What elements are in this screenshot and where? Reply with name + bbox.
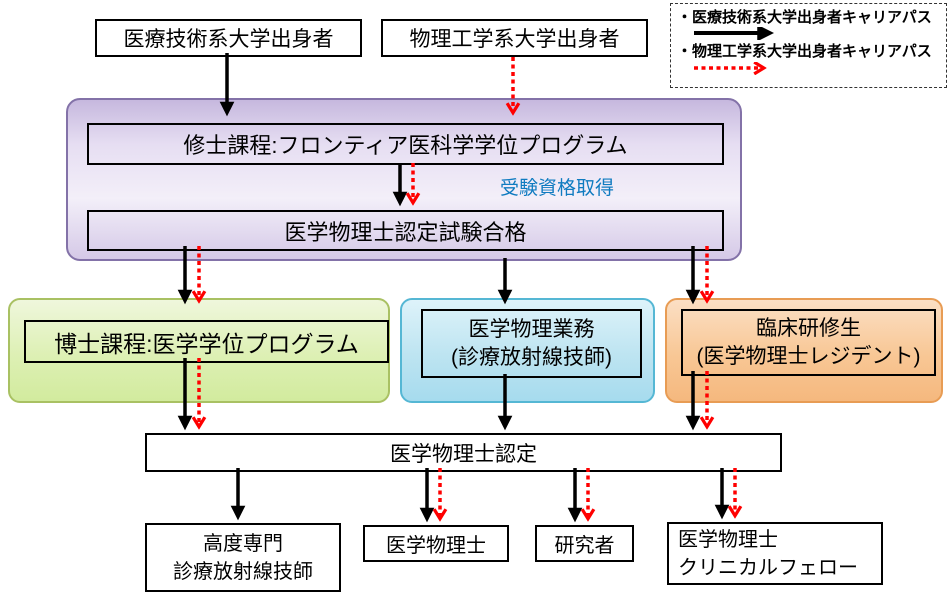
clinical-work-container: 医学物理業務 (診療放射線技師) — [400, 298, 655, 403]
source-box-physics: 物理工学系大学出身者 — [381, 19, 648, 57]
source-box-medical: 医療技術系大学出身者 — [95, 19, 362, 57]
clinical-work-line2: (診療放射線技師) — [451, 345, 612, 369]
clinical-work-line1: 医学物理業務 — [468, 317, 595, 341]
legend-dashed-arrow-icon — [694, 62, 786, 75]
outcome-radiotech-line2: 診療放射線技師 — [173, 560, 313, 583]
certification-box: 医学物理士認定 — [145, 433, 782, 472]
outcome-box-researcher: 研究者 — [535, 525, 634, 562]
outcome-box-physicist: 医学物理士 — [363, 525, 509, 562]
doctoral-container: 博士課程:医学学位プログラム — [8, 298, 390, 403]
outcome-fellow-line2: クリニカルフェロー — [678, 556, 858, 579]
doctoral-program-box: 博士課程:医学学位プログラム — [24, 320, 389, 363]
resident-container: 臨床研修生 (医学物理士レジデント) — [665, 298, 943, 403]
source-box-medical-label: 医療技術系大学出身者 — [123, 28, 334, 51]
source-box-physics-label: 物理工学系大学出身者 — [409, 28, 620, 51]
outcome-physicist-label: 医学物理士 — [386, 535, 486, 557]
certification-label: 医学物理士認定 — [390, 442, 537, 466]
outcome-researcher-label: 研究者 — [554, 535, 615, 557]
eligibility-note: 受験資格取得 — [500, 178, 615, 199]
masters-program-box: 修士課程:フロンティア医科学学位プログラム — [87, 123, 724, 165]
exam-pass-box: 医学物理士認定試験合格 — [87, 210, 724, 251]
resident-line1: 臨床研修生 — [756, 317, 861, 341]
outcome-radiotech-line1: 高度専門 — [203, 532, 283, 555]
legend-item-medical: ・医療技術系大学出身者キャリアパス — [677, 9, 942, 41]
legend-label-physics: ・物理工学系大学出身者キャリアパス — [677, 43, 932, 61]
exam-pass-label: 医学物理士認定試験合格 — [284, 219, 527, 245]
legend-label-medical: ・医療技術系大学出身者キャリアパス — [677, 9, 932, 26]
masters-program-label: 修士課程:フロンティア医科学学位プログラム — [183, 133, 628, 158]
legend-solid-arrow-icon — [694, 27, 775, 41]
resident-box: 臨床研修生 (医学物理士レジデント) — [681, 309, 936, 376]
masters-container: 修士課程:フロンティア医科学学位プログラム 医学物理士認定試験合格 — [66, 98, 742, 261]
clinical-work-box: 医学物理業務 (診療放射線技師) — [421, 309, 642, 378]
doctoral-program-label: 博士課程:医学学位プログラム — [54, 330, 359, 357]
outcome-fellow-line1: 医学物理士 — [678, 528, 778, 551]
legend-item-physics: ・物理工学系大学出身者キャリアパス — [677, 43, 942, 74]
outcome-box-fellow: 医学物理士 クリニカルフェロー — [667, 522, 883, 585]
outcome-box-radiotech: 高度専門 診療放射線技師 — [145, 523, 341, 592]
legend-box: ・医療技術系大学出身者キャリアパス ・物理工学系大学出身者キャリアパス — [670, 3, 947, 88]
resident-line2: (医学物理士レジデント) — [696, 344, 921, 368]
